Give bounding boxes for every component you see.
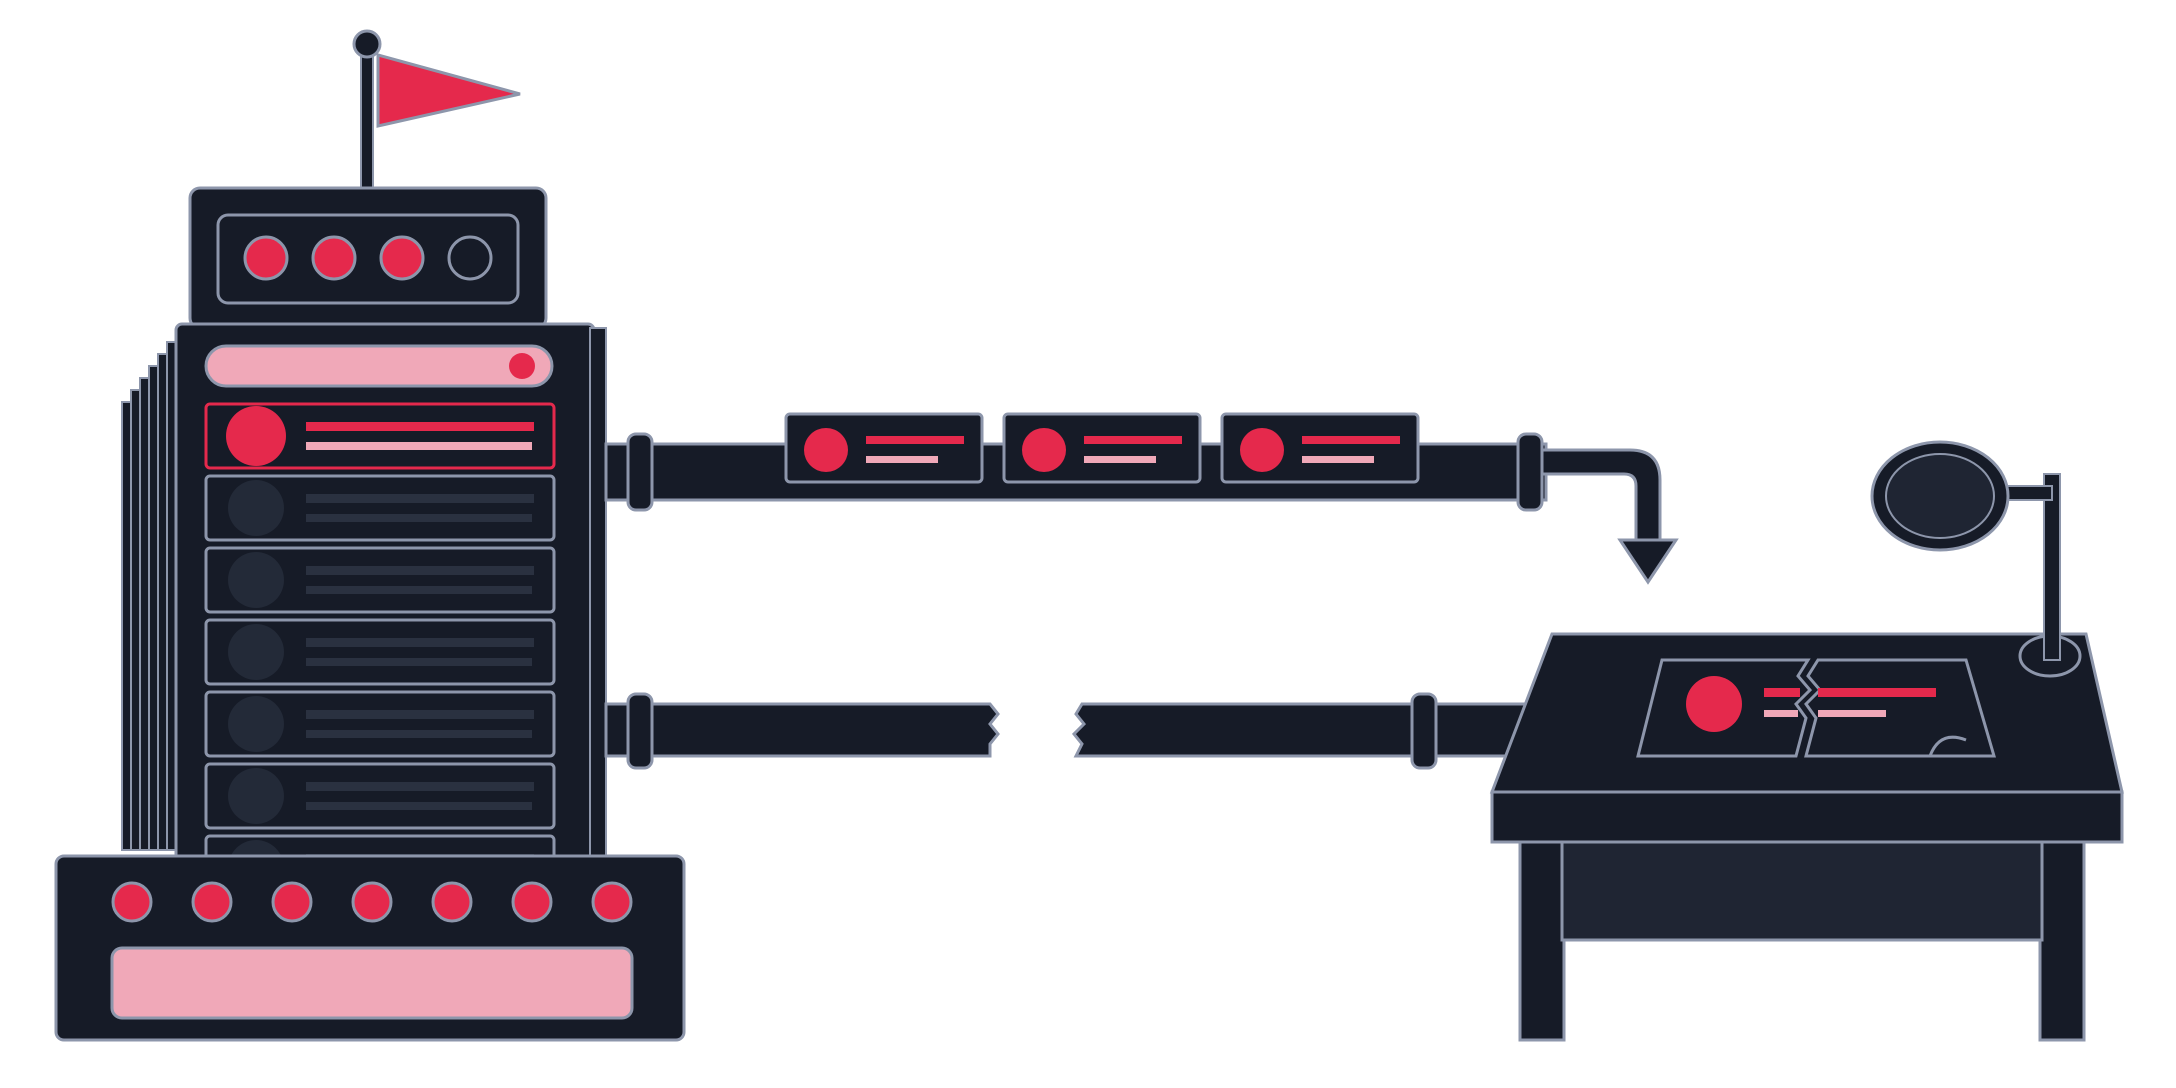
base-display — [110, 946, 634, 1020]
queue-slot — [204, 474, 556, 542]
broken-card-icon — [1636, 658, 1996, 758]
status-light — [591, 881, 633, 923]
lower-pipe-left — [604, 702, 1000, 758]
status-light — [431, 881, 473, 923]
lower-pipe-broken — [604, 692, 1532, 770]
status-light — [243, 235, 289, 281]
status-light — [191, 881, 233, 923]
queue-slot — [204, 402, 556, 470]
server-rack-icon — [54, 29, 686, 1042]
status-light — [351, 881, 393, 923]
arrow-down-icon — [1617, 538, 1679, 585]
rack-queue-slots — [204, 402, 556, 902]
rack-header-bar — [204, 344, 554, 388]
status-light — [271, 881, 313, 923]
pipe-elbow — [1540, 448, 1662, 542]
queue-slot — [204, 546, 556, 614]
queue-slot — [204, 618, 556, 686]
pipe-messages — [784, 412, 1420, 484]
lower-pipe-right — [1071, 702, 1532, 758]
magnifying-glass-icon — [1870, 440, 2082, 678]
top-indicator-panel — [188, 186, 548, 330]
flag-icon — [352, 29, 521, 191]
status-light — [311, 235, 357, 281]
status-light — [379, 235, 425, 281]
message-card-icon — [1220, 412, 1420, 484]
message-card-icon — [784, 412, 984, 484]
message-card-icon — [1002, 412, 1202, 484]
queue-slot — [204, 690, 556, 758]
status-light — [447, 235, 493, 281]
desk-icon — [1489, 440, 2124, 1042]
status-light — [511, 881, 553, 923]
status-light — [111, 881, 153, 923]
rack-base — [54, 854, 686, 1042]
queue-slot — [204, 762, 556, 830]
